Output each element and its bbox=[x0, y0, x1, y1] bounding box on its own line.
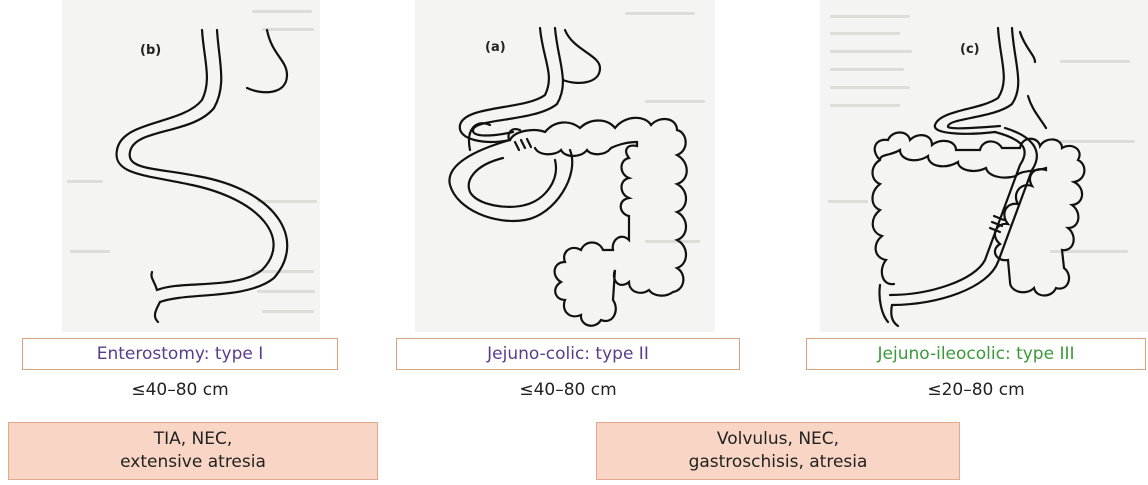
jejuno-ileocolic-intestine-drawing bbox=[820, 0, 1148, 332]
diagram-panel-type-1: (b) bbox=[62, 0, 320, 332]
type-box-enterostomy: Enterostomy: type I bbox=[22, 338, 338, 370]
jejuno-colic-intestine-drawing bbox=[415, 0, 715, 332]
cause-box-type-1: TIA, NEC, extensive atresia bbox=[8, 422, 378, 480]
type-label-jejuno-ileocolic: Jejuno-ileocolic: type III bbox=[878, 344, 1075, 364]
type-label-jejuno-colic: Jejuno-colic: type II bbox=[487, 344, 649, 364]
diagram-panel-type-3: (c) bbox=[820, 0, 1148, 332]
cause-line-2: extensive atresia bbox=[120, 451, 266, 474]
cause-line-1: TIA, NEC, bbox=[154, 428, 233, 451]
type-box-jejuno-colic: Jejuno-colic: type II bbox=[396, 338, 740, 370]
enterostomy-intestine-drawing bbox=[62, 0, 320, 332]
length-type-1: ≤40–80 cm bbox=[22, 380, 338, 400]
type-label-enterostomy: Enterostomy: type I bbox=[97, 344, 264, 364]
diagram-panel-type-2: (a) bbox=[415, 0, 715, 332]
type-box-jejuno-ileocolic: Jejuno-ileocolic: type III bbox=[806, 338, 1146, 370]
cause-box-types-2-3: Volvulus, NEC, gastroschisis, atresia bbox=[596, 422, 960, 480]
cause-line-2: gastroschisis, atresia bbox=[689, 451, 868, 474]
length-type-3: ≤20–80 cm bbox=[806, 380, 1146, 400]
cause-line-1: Volvulus, NEC, bbox=[717, 428, 839, 451]
length-type-2: ≤40–80 cm bbox=[396, 380, 740, 400]
